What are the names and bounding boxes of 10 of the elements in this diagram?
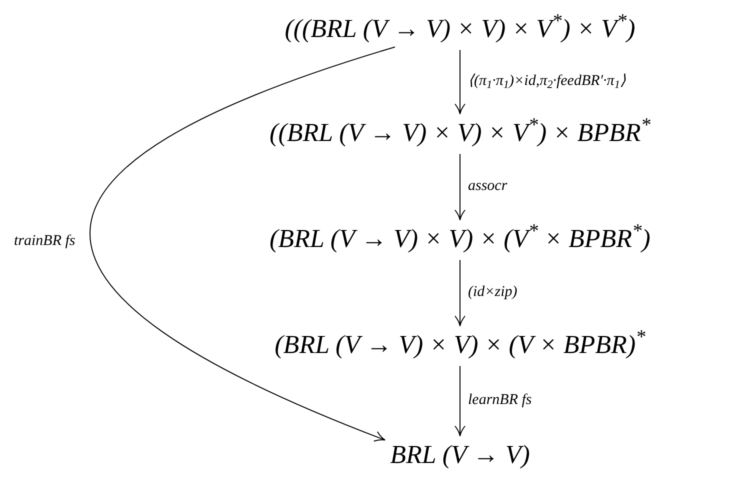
type-expression: (BRL (V → V) × V) × (V$^{*}$ × BPBR$^{*}$) <box>270 222 650 256</box>
type-expression: (((BRL (V → V) × V) × V$^{*}$) × V$^{*}$) <box>284 12 636 46</box>
edge-label: trainBR fs <box>14 232 76 251</box>
edge-label: learnBR fs <box>468 391 532 410</box>
edge-label: (id×zip) <box>468 283 518 302</box>
edge-label: assocr <box>468 177 508 196</box>
type-expression: ((BRL (V → V) × V) × V$^{*}$) × BPBR$^{*}$ <box>270 116 650 150</box>
type-expression: BRL (V → V) <box>390 438 530 472</box>
type-expression: (BRL (V → V) × V) × (V × BPBR)$^{*}$ <box>274 328 646 362</box>
edge-label: ⟨(π$_{1}$·π$_{1}$)×id,π$_{2}$·feedBR′·π$_{1}$⟩ <box>468 72 626 91</box>
